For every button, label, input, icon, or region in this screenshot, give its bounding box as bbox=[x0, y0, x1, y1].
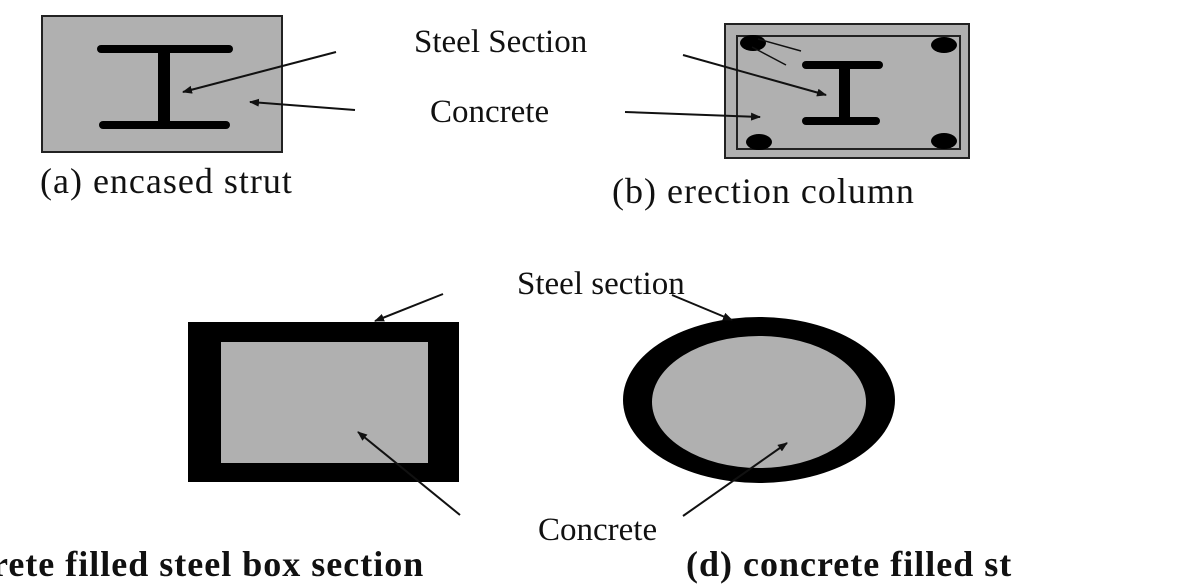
i-beam-steel-section bbox=[97, 45, 233, 129]
rebars bbox=[740, 35, 957, 150]
concrete-arrow bbox=[249, 98, 356, 111]
label-concrete-bottom: Concrete bbox=[538, 512, 657, 548]
caption-b: (b) erection column bbox=[612, 171, 915, 211]
panel-b-erection-column bbox=[624, 23, 970, 159]
steel-section-arrow bbox=[374, 293, 444, 322]
stirrup bbox=[736, 35, 961, 150]
steel-section-arrow bbox=[682, 54, 827, 97]
caption-a: (a) encased strut bbox=[40, 161, 293, 201]
caption-c: rete filled steel box section bbox=[0, 544, 424, 584]
concrete-arrow bbox=[682, 442, 788, 517]
panel-d-circular-tube bbox=[623, 294, 895, 517]
concrete-arrow bbox=[357, 431, 461, 516]
concrete-fill bbox=[221, 342, 428, 463]
steel-section-arrow bbox=[182, 51, 337, 94]
label-concrete: Concrete bbox=[430, 94, 549, 130]
caption-d: (d) concrete filled st bbox=[686, 544, 1012, 584]
concrete-fill bbox=[652, 336, 866, 468]
concrete-arrow bbox=[624, 111, 761, 121]
panel-a-encased-strut bbox=[41, 15, 356, 153]
i-beam-steel-section bbox=[802, 61, 883, 125]
rebar-tie-line bbox=[757, 38, 802, 52]
steel-section-arrow bbox=[671, 294, 733, 321]
rebar-tie-line bbox=[751, 46, 787, 66]
label-steel-section: Steel Section bbox=[414, 24, 587, 60]
label-steel-section-bottom: Steel section bbox=[517, 266, 685, 302]
panel-c-box-section bbox=[188, 293, 461, 516]
